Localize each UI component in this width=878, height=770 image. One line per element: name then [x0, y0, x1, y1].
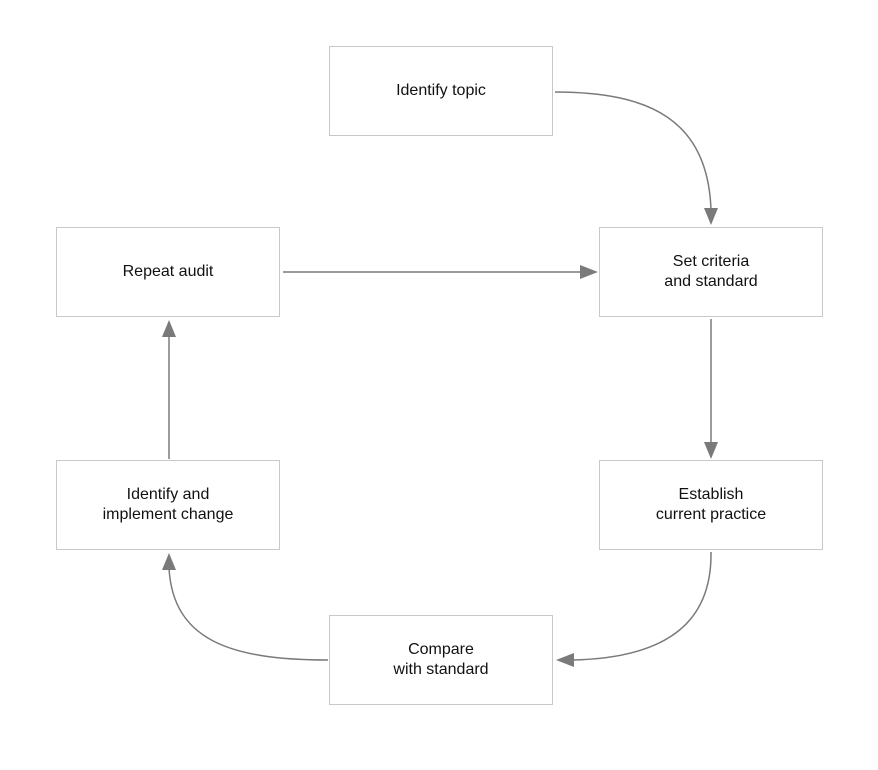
node-establish-practice: Establish current practice	[599, 460, 823, 550]
arrowhead-establish-top	[704, 442, 718, 459]
node-identify-topic: Identify topic	[329, 46, 553, 136]
node-establish-practice-label: Establish current practice	[655, 486, 767, 523]
node-set-criteria-label: Set criteria and standard	[664, 253, 758, 290]
node-repeat-audit: Repeat audit	[56, 227, 280, 317]
edge-identify-topic-to-set-criteria	[554, 91, 712, 211]
edge-compare-to-implement	[168, 567, 329, 661]
arrowhead-compare-right	[556, 653, 574, 667]
arrowhead-implement-bottom	[162, 553, 176, 570]
arrowhead-set-criteria-top	[704, 208, 718, 225]
node-set-criteria: Set criteria and standard	[599, 227, 823, 317]
node-implement-change: Identify and implement change	[56, 460, 280, 550]
edge-establish-to-compare	[571, 551, 712, 661]
node-compare-standard: Compare with standard	[329, 615, 553, 705]
node-compare-standard-label: Compare with standard	[393, 641, 489, 678]
node-identify-topic-label: Identify topic	[396, 82, 486, 99]
node-repeat-audit-label: Repeat audit	[122, 263, 214, 280]
arrowhead-repeat-bottom	[162, 320, 176, 337]
arrowhead-set-criteria-left	[580, 265, 598, 279]
node-implement-change-label: Identify and implement change	[102, 486, 234, 523]
